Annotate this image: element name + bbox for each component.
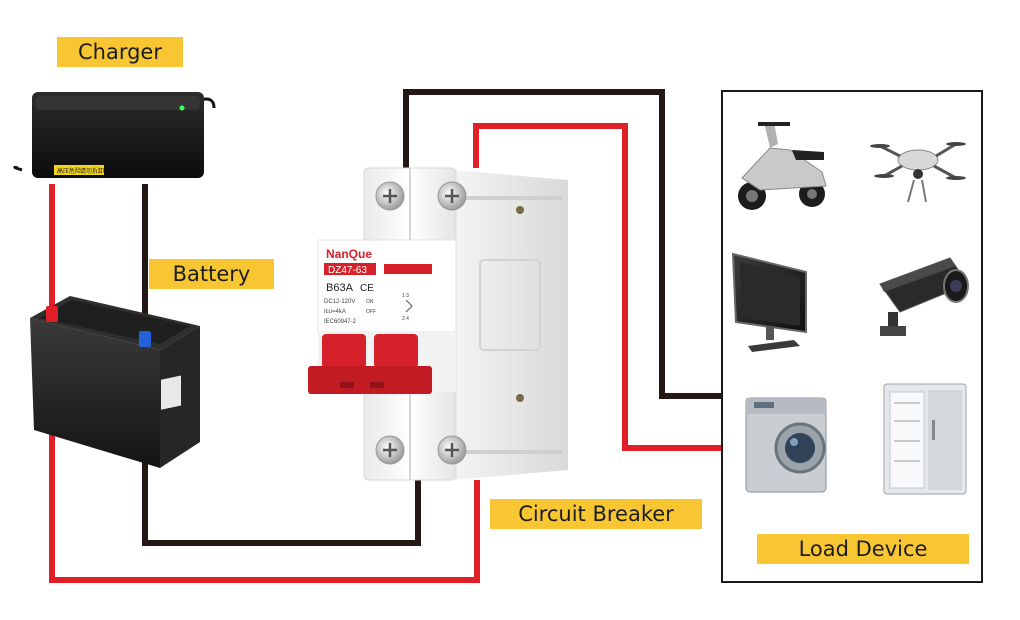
load-device-label: Load Device — [757, 534, 969, 564]
breaker-model: DZ47-63 — [328, 265, 367, 276]
breaker-spec-voltage: DC12-120V — [324, 299, 355, 305]
breaker-brand: NanQue — [326, 247, 372, 261]
breaker-right-toggle — [374, 334, 418, 368]
breaker-poles-top: 1 3 — [402, 293, 409, 299]
monitor-icon — [731, 252, 807, 352]
charger-warning-left: 高压危险 — [57, 167, 81, 175]
battery-positive-terminal — [46, 306, 58, 322]
washing-machine-icon — [745, 397, 827, 493]
charger-warning-right: 请勿拆卸 — [80, 167, 104, 175]
load-device-panel — [721, 90, 983, 583]
charger: 高压危险 请勿拆卸 — [13, 92, 216, 178]
charger-label: Charger — [57, 37, 183, 67]
circuit-breaker: NanQue DZ47-63 B63A CE DC12-120V Icu=4kA… — [308, 167, 568, 481]
refrigerator-icon — [883, 383, 967, 495]
security-camera-icon — [879, 257, 969, 336]
negative-wire-breaker-load — [403, 89, 722, 399]
breaker-ce-mark: CE — [360, 283, 374, 294]
breaker-rating: B63A — [326, 282, 354, 294]
positive-wire-breaker-load — [473, 123, 722, 451]
scooter-icon — [738, 122, 827, 210]
battery — [30, 296, 200, 468]
battery-negative-terminal — [139, 331, 151, 347]
drone-icon — [870, 142, 966, 203]
breaker-on-mark: ON — [366, 299, 374, 305]
battery-label: Battery — [149, 259, 274, 289]
breaker-spec-icu: Icu=4kA — [324, 309, 346, 315]
circuit-breaker-label: Circuit Breaker — [490, 499, 702, 529]
breaker-off-mark: OFF — [366, 309, 376, 315]
breaker-spec-standard: IEC60947-2 — [324, 319, 357, 325]
breaker-poles-bottom: 2 4 — [402, 316, 409, 322]
charger-led-icon — [179, 105, 185, 111]
breaker-left-toggle — [322, 334, 366, 368]
positive-wire-battery-breaker — [49, 330, 480, 583]
